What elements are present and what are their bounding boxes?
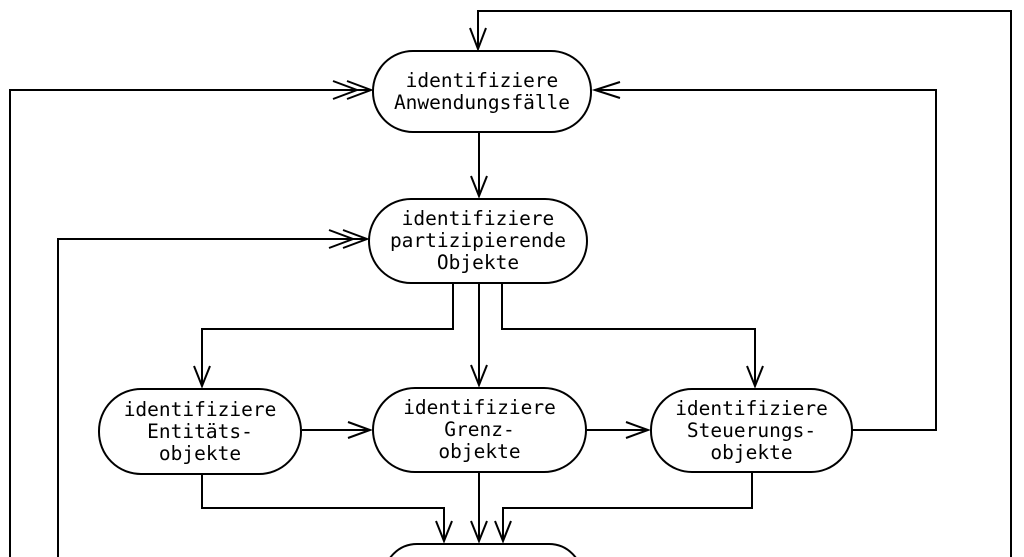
arrowhead-right-icon bbox=[346, 80, 374, 100]
edge-feedback-left-to-participating bbox=[57, 229, 370, 557]
arrowhead-right-icon bbox=[347, 421, 373, 439]
edge-participating-to-boundary bbox=[470, 281, 488, 388]
edge-use-cases-to-participating bbox=[470, 132, 488, 199]
arrowhead-down-icon bbox=[470, 520, 488, 544]
arrowhead-right-icon bbox=[342, 229, 370, 249]
node-bottom-partial bbox=[383, 543, 583, 557]
node-label: identifiziere Grenz- objekte bbox=[403, 396, 556, 463]
edge-control-to-use-cases bbox=[591, 81, 937, 431]
edge-participating-to-control bbox=[501, 281, 764, 389]
node-identify-boundary-objects: identifiziere Grenz- objekte bbox=[372, 387, 587, 473]
edge-participating-to-entity bbox=[193, 281, 454, 389]
edge-boundary-to-control bbox=[587, 421, 651, 439]
edge-entity-to-bottom bbox=[201, 474, 453, 544]
node-label: identifiziere Anwendungsfälle bbox=[393, 68, 571, 114]
edge-entity-to-boundary bbox=[302, 421, 373, 439]
node-identify-control-objects: identifiziere Steuerungs- objekte bbox=[650, 388, 853, 473]
arrowhead-down-icon bbox=[469, 27, 487, 52]
edge-boundary-to-bottom bbox=[470, 472, 488, 544]
arrowhead-left-icon bbox=[591, 81, 621, 99]
edge-feedback-left-to-use-cases bbox=[9, 80, 374, 557]
edge-feedback-top-to-use-cases bbox=[469, 10, 1012, 557]
arrowhead-right-icon bbox=[332, 80, 360, 100]
node-identify-entity-objects: identifiziere Entitäts- objekte bbox=[98, 388, 302, 475]
arrowhead-right-icon bbox=[328, 229, 356, 249]
node-identify-use-cases: identifiziere Anwendungsfälle bbox=[372, 50, 592, 133]
arrowhead-down-icon bbox=[470, 364, 488, 388]
arrowhead-right-icon bbox=[625, 421, 651, 439]
node-label: identifiziere Steuerungs- objekte bbox=[675, 396, 828, 464]
arrowhead-down-icon bbox=[746, 365, 764, 389]
node-identify-participating-objects: identifiziere partizipierende Objekte bbox=[368, 198, 588, 284]
node-label: identifiziere partizipierende Objekte bbox=[389, 207, 567, 274]
edge-control-to-bottom bbox=[494, 472, 753, 544]
arrowhead-down-icon bbox=[470, 175, 488, 199]
arrowhead-down-icon bbox=[435, 520, 453, 544]
node-label: identifiziere Entitäts- objekte bbox=[123, 397, 277, 465]
arrowhead-down-icon bbox=[193, 365, 211, 389]
arrowhead-down-icon bbox=[494, 520, 512, 544]
